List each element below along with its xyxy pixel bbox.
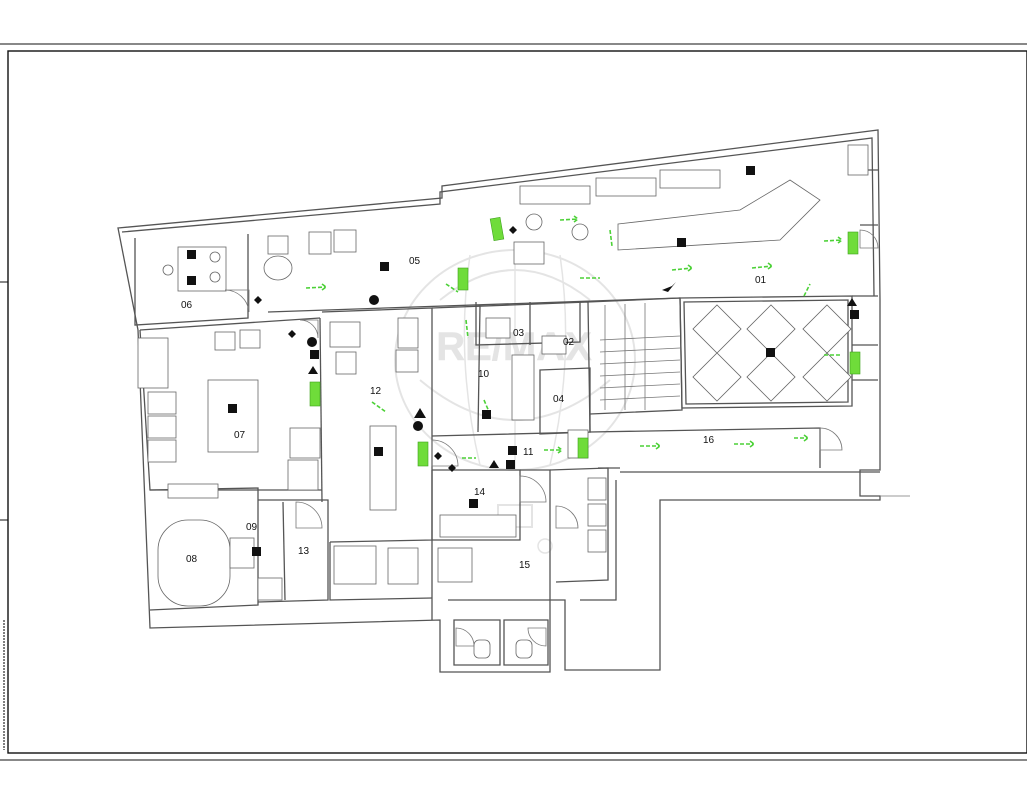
drawing-frame [0, 43, 1027, 761]
extinguisher-icon [482, 410, 491, 419]
room-label-02: 02 [563, 337, 575, 348]
exit-sign-icon [849, 351, 861, 375]
arrow-marker-icon [662, 282, 676, 292]
arrow-marker-icon [509, 226, 517, 234]
arrow-marker-icon [448, 464, 456, 472]
safety-symbols [187, 166, 859, 556]
extinguisher-icon [677, 238, 686, 247]
arrow-marker-icon [434, 452, 442, 460]
room-label-11: 11 [523, 447, 534, 458]
exit-signs [309, 216, 861, 467]
room-label-13: 13 [298, 546, 310, 557]
exit-route-arrows [305, 215, 844, 459]
exit-sign-icon [417, 441, 429, 467]
room-labels: 01 02 03 04 05 06 07 08 09 10 11 12 13 1… [181, 256, 767, 571]
room-label-12: 12 [370, 386, 382, 397]
room-label-14: 14 [474, 487, 486, 498]
extinguisher-icon [766, 348, 775, 357]
exit-sign-icon [577, 437, 589, 459]
arrow-marker-icon [254, 296, 262, 304]
room-label-06: 06 [181, 300, 193, 311]
room-label-09: 09 [246, 522, 258, 533]
extinguisher-icon [469, 499, 478, 508]
room-label-16: 16 [703, 435, 715, 446]
room-label-04: 04 [553, 394, 565, 405]
arrow-marker-icon [288, 330, 296, 338]
door-swings [224, 229, 879, 647]
extinguisher-icon [187, 276, 196, 285]
room-label-07: 07 [234, 430, 246, 441]
extinguisher-icon [508, 446, 517, 455]
room-label-10: 10 [478, 369, 490, 380]
extinguisher-icon [252, 547, 261, 556]
extinguisher-icon [746, 166, 755, 175]
extinguisher-icon [374, 447, 383, 456]
exit-sign-icon [847, 231, 859, 255]
alarm-icon [413, 421, 423, 431]
alarm-icon [307, 337, 317, 347]
exit-sign-icon [489, 216, 505, 242]
extinguisher-icon [506, 460, 515, 469]
room-label-15: 15 [519, 560, 531, 571]
room-label-05: 05 [409, 256, 421, 267]
extinguisher-icon [228, 404, 237, 413]
warning-icon [847, 298, 857, 306]
warning-icon [308, 366, 318, 374]
extinguisher-icon [380, 262, 389, 271]
building-outline [117, 129, 910, 673]
room-label-01: 01 [755, 275, 767, 286]
room-label-08: 08 [186, 554, 198, 565]
alarm-icon [369, 295, 379, 305]
extinguisher-icon [187, 250, 196, 259]
room-label-03: 03 [513, 328, 525, 339]
warning-icon [489, 460, 499, 468]
extinguisher-icon [310, 350, 319, 359]
exit-sign-icon [457, 267, 469, 291]
furniture [137, 144, 869, 659]
exit-sign-icon [309, 381, 321, 407]
warning-icon [414, 408, 426, 418]
extinguisher-icon [850, 310, 859, 319]
